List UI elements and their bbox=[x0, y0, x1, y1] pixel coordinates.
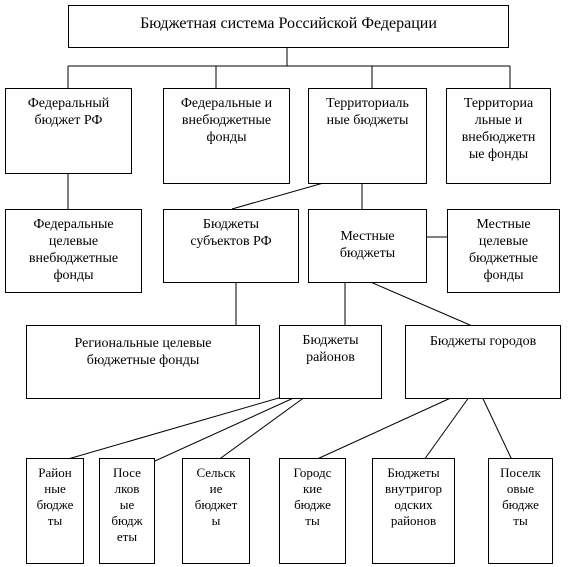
township-budgets-box: Поселк овые бюдже ты bbox=[488, 458, 553, 564]
title-box: Бюджетная система Российской Федерации bbox=[68, 5, 509, 48]
territorial-offbudget-box: Территориа льные и внебюджетн ые фонды bbox=[446, 88, 551, 184]
local-target-funds-label: Местные целевые бюджетные фонды bbox=[469, 217, 538, 283]
intracity-budgets-label: Бюджеты внутригор одских районов bbox=[385, 465, 442, 528]
regional-target-funds-label: Региональные целевые бюджетные фонды bbox=[74, 336, 212, 368]
federal-target-funds-box: Федеральные целевые внебюджетные фонды bbox=[5, 209, 142, 293]
city-budgets-label: Бюджеты городов bbox=[429, 334, 537, 349]
page-title: Бюджетная система Российской Федерации bbox=[140, 15, 437, 32]
district-level-budgets-box: Район ные бюдже ты bbox=[26, 458, 84, 564]
township-budgets-label: Поселк овые бюдже ты bbox=[500, 465, 541, 528]
city-budgets-box: Бюджеты городов bbox=[405, 325, 561, 399]
district-budgets-box: Бюджеты районов bbox=[279, 325, 382, 399]
settlement-budgets-box: Посе лков ые бюдж еты bbox=[99, 458, 155, 564]
district-budgets-label: Бюджеты районов bbox=[302, 333, 359, 365]
local-budgets-box: Местные бюджеты bbox=[308, 209, 427, 283]
federal-budget-box: Федеральный бюджет РФ bbox=[5, 88, 132, 174]
rural-budgets-label: Сельск ие бюджет ы bbox=[194, 465, 238, 528]
local-target-funds-box: Местные целевые бюджетные фонды bbox=[447, 209, 560, 293]
regional-target-funds-box: Региональные целевые бюджетные фонды bbox=[26, 325, 260, 399]
urban-budgets-label: Городс кие бюдже ты bbox=[293, 465, 332, 528]
territorial-budgets-box: Территориаль ные бюджеты bbox=[308, 88, 427, 184]
federal-target-funds-label: Федеральные целевые внебюджетные фонды bbox=[28, 217, 119, 283]
territorial-budgets-label: Территориаль ные бюджеты bbox=[326, 96, 409, 128]
federal-offbudget-label: Федеральные и внебюджетные фонды bbox=[180, 96, 273, 145]
territorial-offbudget-label: Территориа льные и внебюджетн ые фонды bbox=[461, 96, 536, 162]
local-budgets-label: Местные бюджеты bbox=[339, 229, 396, 261]
rural-budgets-box: Сельск ие бюджет ы bbox=[182, 458, 250, 564]
settlement-budgets-label: Посе лков ые бюдж еты bbox=[111, 465, 143, 544]
federal-offbudget-box: Федеральные и внебюджетные фонды bbox=[163, 88, 290, 184]
federal-budget-label: Федеральный бюджет РФ bbox=[27, 96, 110, 128]
intracity-budgets-box: Бюджеты внутригор одских районов bbox=[372, 458, 455, 564]
district-level-budgets-label: Район ные бюдже ты bbox=[36, 465, 74, 528]
subjects-budgets-box: Бюджеты субъектов РФ bbox=[163, 209, 299, 283]
urban-budgets-box: Городс кие бюдже ты bbox=[279, 458, 346, 564]
subjects-budgets-label: Бюджеты субъектов РФ bbox=[190, 217, 272, 249]
